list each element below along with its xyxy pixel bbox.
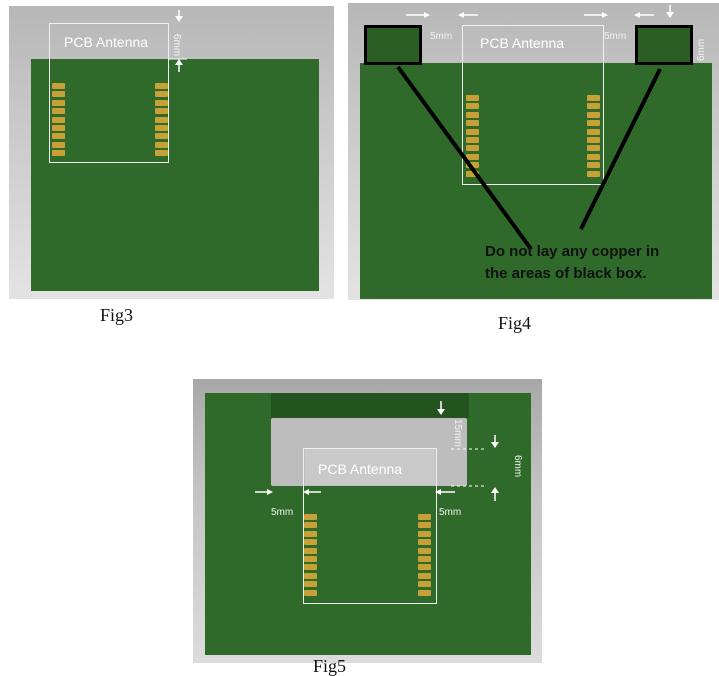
fig4-note-line1: Do not lay any copper in	[485, 243, 660, 260]
fig3-caption: Fig3	[100, 305, 134, 325]
fig5-top-gap-dim: 15mm	[452, 419, 463, 447]
fig5-antenna-outline	[303, 448, 437, 604]
fig3-antenna-outline	[49, 23, 169, 163]
fig4-right-gap-dim: 5mm	[604, 31, 627, 42]
fig5-caption: Fig5	[313, 656, 347, 676]
fig3-clearance-dim: 6mm	[171, 34, 182, 57]
fig4-panel: PCB Antenna 5mm 5mm 6mm Do not lay any c…	[348, 3, 719, 300]
fig4-caption: Fig4	[498, 313, 532, 333]
fig5-panel: PCB Antenna 15mm 6mm 5mm 5mm	[193, 379, 542, 663]
fig4-left-pins	[466, 95, 479, 179]
fig5-right-pins	[418, 514, 431, 598]
fig4-pointer-lines	[396, 5, 674, 251]
fig5-antenna-label: PCB Antenna	[318, 461, 403, 477]
fig4-right-pins	[587, 95, 600, 179]
fig4-left-gap-dim: 5mm	[430, 31, 453, 42]
fig5-clearance-dim: 6mm	[512, 455, 523, 478]
fig5-dimension-arrows	[255, 401, 499, 501]
fig4-pcb-board	[360, 63, 712, 299]
fig5-left-pins	[304, 514, 317, 598]
fig3-dimension-arrows	[169, 10, 187, 72]
fig3-pcb-board	[31, 59, 319, 291]
fig4-keepout-right	[635, 25, 693, 65]
fig3-antenna-label: PCB Antenna	[64, 34, 149, 50]
fig5-right-gap-dim: 5mm	[439, 507, 462, 518]
fig4-keepout-left	[364, 25, 422, 65]
fig5-antenna-fill	[305, 449, 435, 485]
fig4-note-line2: the areas of black box.	[485, 265, 647, 282]
fig4-antenna-label: PCB Antenna	[480, 35, 565, 51]
fig4-clearance-dim: 6mm	[696, 38, 707, 61]
fig5-left-gap-dim: 5mm	[271, 507, 294, 518]
fig3-left-pins	[52, 83, 65, 159]
fig3-right-pins	[155, 83, 168, 159]
fig5-top-strip	[271, 393, 469, 418]
fig4-antenna-outline	[462, 25, 604, 185]
fig3-panel: PCB Antenna 6mm	[9, 6, 334, 299]
fig4-warning-note: Do not lay any copper in the areas of bl…	[485, 241, 659, 285]
